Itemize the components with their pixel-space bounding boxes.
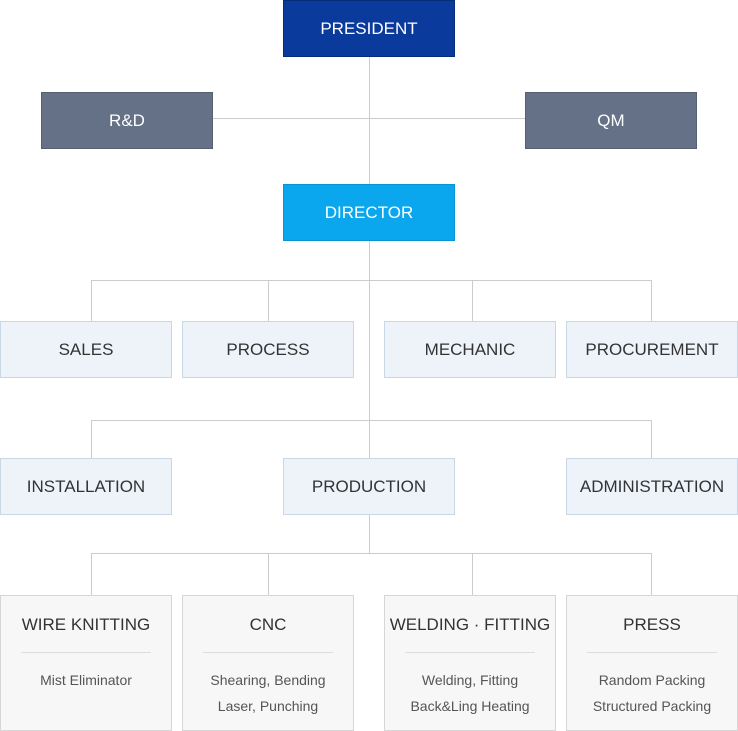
unit-divider	[405, 652, 535, 653]
process-box: PROCESS	[182, 321, 354, 378]
unit-detail-line: Shearing, Bending	[210, 672, 326, 688]
production-box: PRODUCTION	[283, 458, 455, 515]
installation-box: INSTALLATION	[0, 458, 172, 515]
unit-details: Shearing, Bending Laser, Punching	[183, 667, 353, 719]
connector-main-vertical	[369, 56, 370, 553]
connector-wire-drop	[91, 553, 92, 595]
unit-press: PRESS Random Packing Structured Packing	[566, 595, 738, 731]
unit-title: WIRE KNITTING	[21, 615, 151, 634]
connector-procurement-drop	[651, 280, 652, 321]
connector-sales-drop	[91, 280, 92, 321]
unit-divider	[587, 652, 717, 653]
connector-cnc-drop	[268, 553, 269, 595]
unit-details: Mist Eliminator	[1, 667, 171, 693]
unit-welding-fitting: WELDING · FITTING Welding, Fitting Back&…	[384, 595, 556, 731]
connector-process-drop	[268, 280, 269, 321]
connector-row1-horizontal	[91, 280, 652, 281]
unit-detail-line: Welding, Fitting	[421, 672, 519, 688]
procurement-box: PROCUREMENT	[566, 321, 738, 378]
unit-detail-line: Mist Eliminator	[40, 672, 132, 688]
unit-wire-knitting: WIRE KNITTING Mist Eliminator	[0, 595, 172, 731]
unit-detail-line: Laser, Punching	[217, 698, 319, 714]
director-box: DIRECTOR	[283, 184, 455, 241]
unit-title: PRESS	[623, 615, 681, 634]
connector-press-drop	[651, 553, 652, 595]
unit-details: Random Packing Structured Packing	[567, 667, 737, 719]
unit-title: WELDING · FITTING	[389, 615, 551, 634]
unit-divider	[203, 652, 333, 653]
connector-staff-horizontal	[212, 118, 526, 119]
connector-row2-horizontal	[91, 420, 652, 421]
unit-detail-line: Structured Packing	[592, 698, 712, 714]
president-box: PRESIDENT	[283, 0, 455, 57]
rnd-box: R&D	[41, 92, 213, 149]
unit-details: Welding, Fitting Back&Ling Heating	[385, 667, 555, 719]
connector-administration-drop	[651, 420, 652, 458]
mechanic-box: MECHANIC	[384, 321, 556, 378]
unit-title: CNC	[249, 615, 287, 634]
connector-row3-horizontal	[91, 553, 652, 554]
unit-cnc: CNC Shearing, Bending Laser, Punching	[182, 595, 354, 731]
administration-box: ADMINISTRATION	[566, 458, 738, 515]
connector-installation-drop	[91, 420, 92, 458]
sales-box: SALES	[0, 321, 172, 378]
unit-detail-line: Random Packing	[598, 672, 706, 688]
connector-welding-drop	[472, 553, 473, 595]
unit-divider	[21, 652, 151, 653]
qm-box: QM	[525, 92, 697, 149]
unit-detail-line: Back&Ling Heating	[410, 698, 530, 714]
connector-mechanic-drop	[472, 280, 473, 321]
